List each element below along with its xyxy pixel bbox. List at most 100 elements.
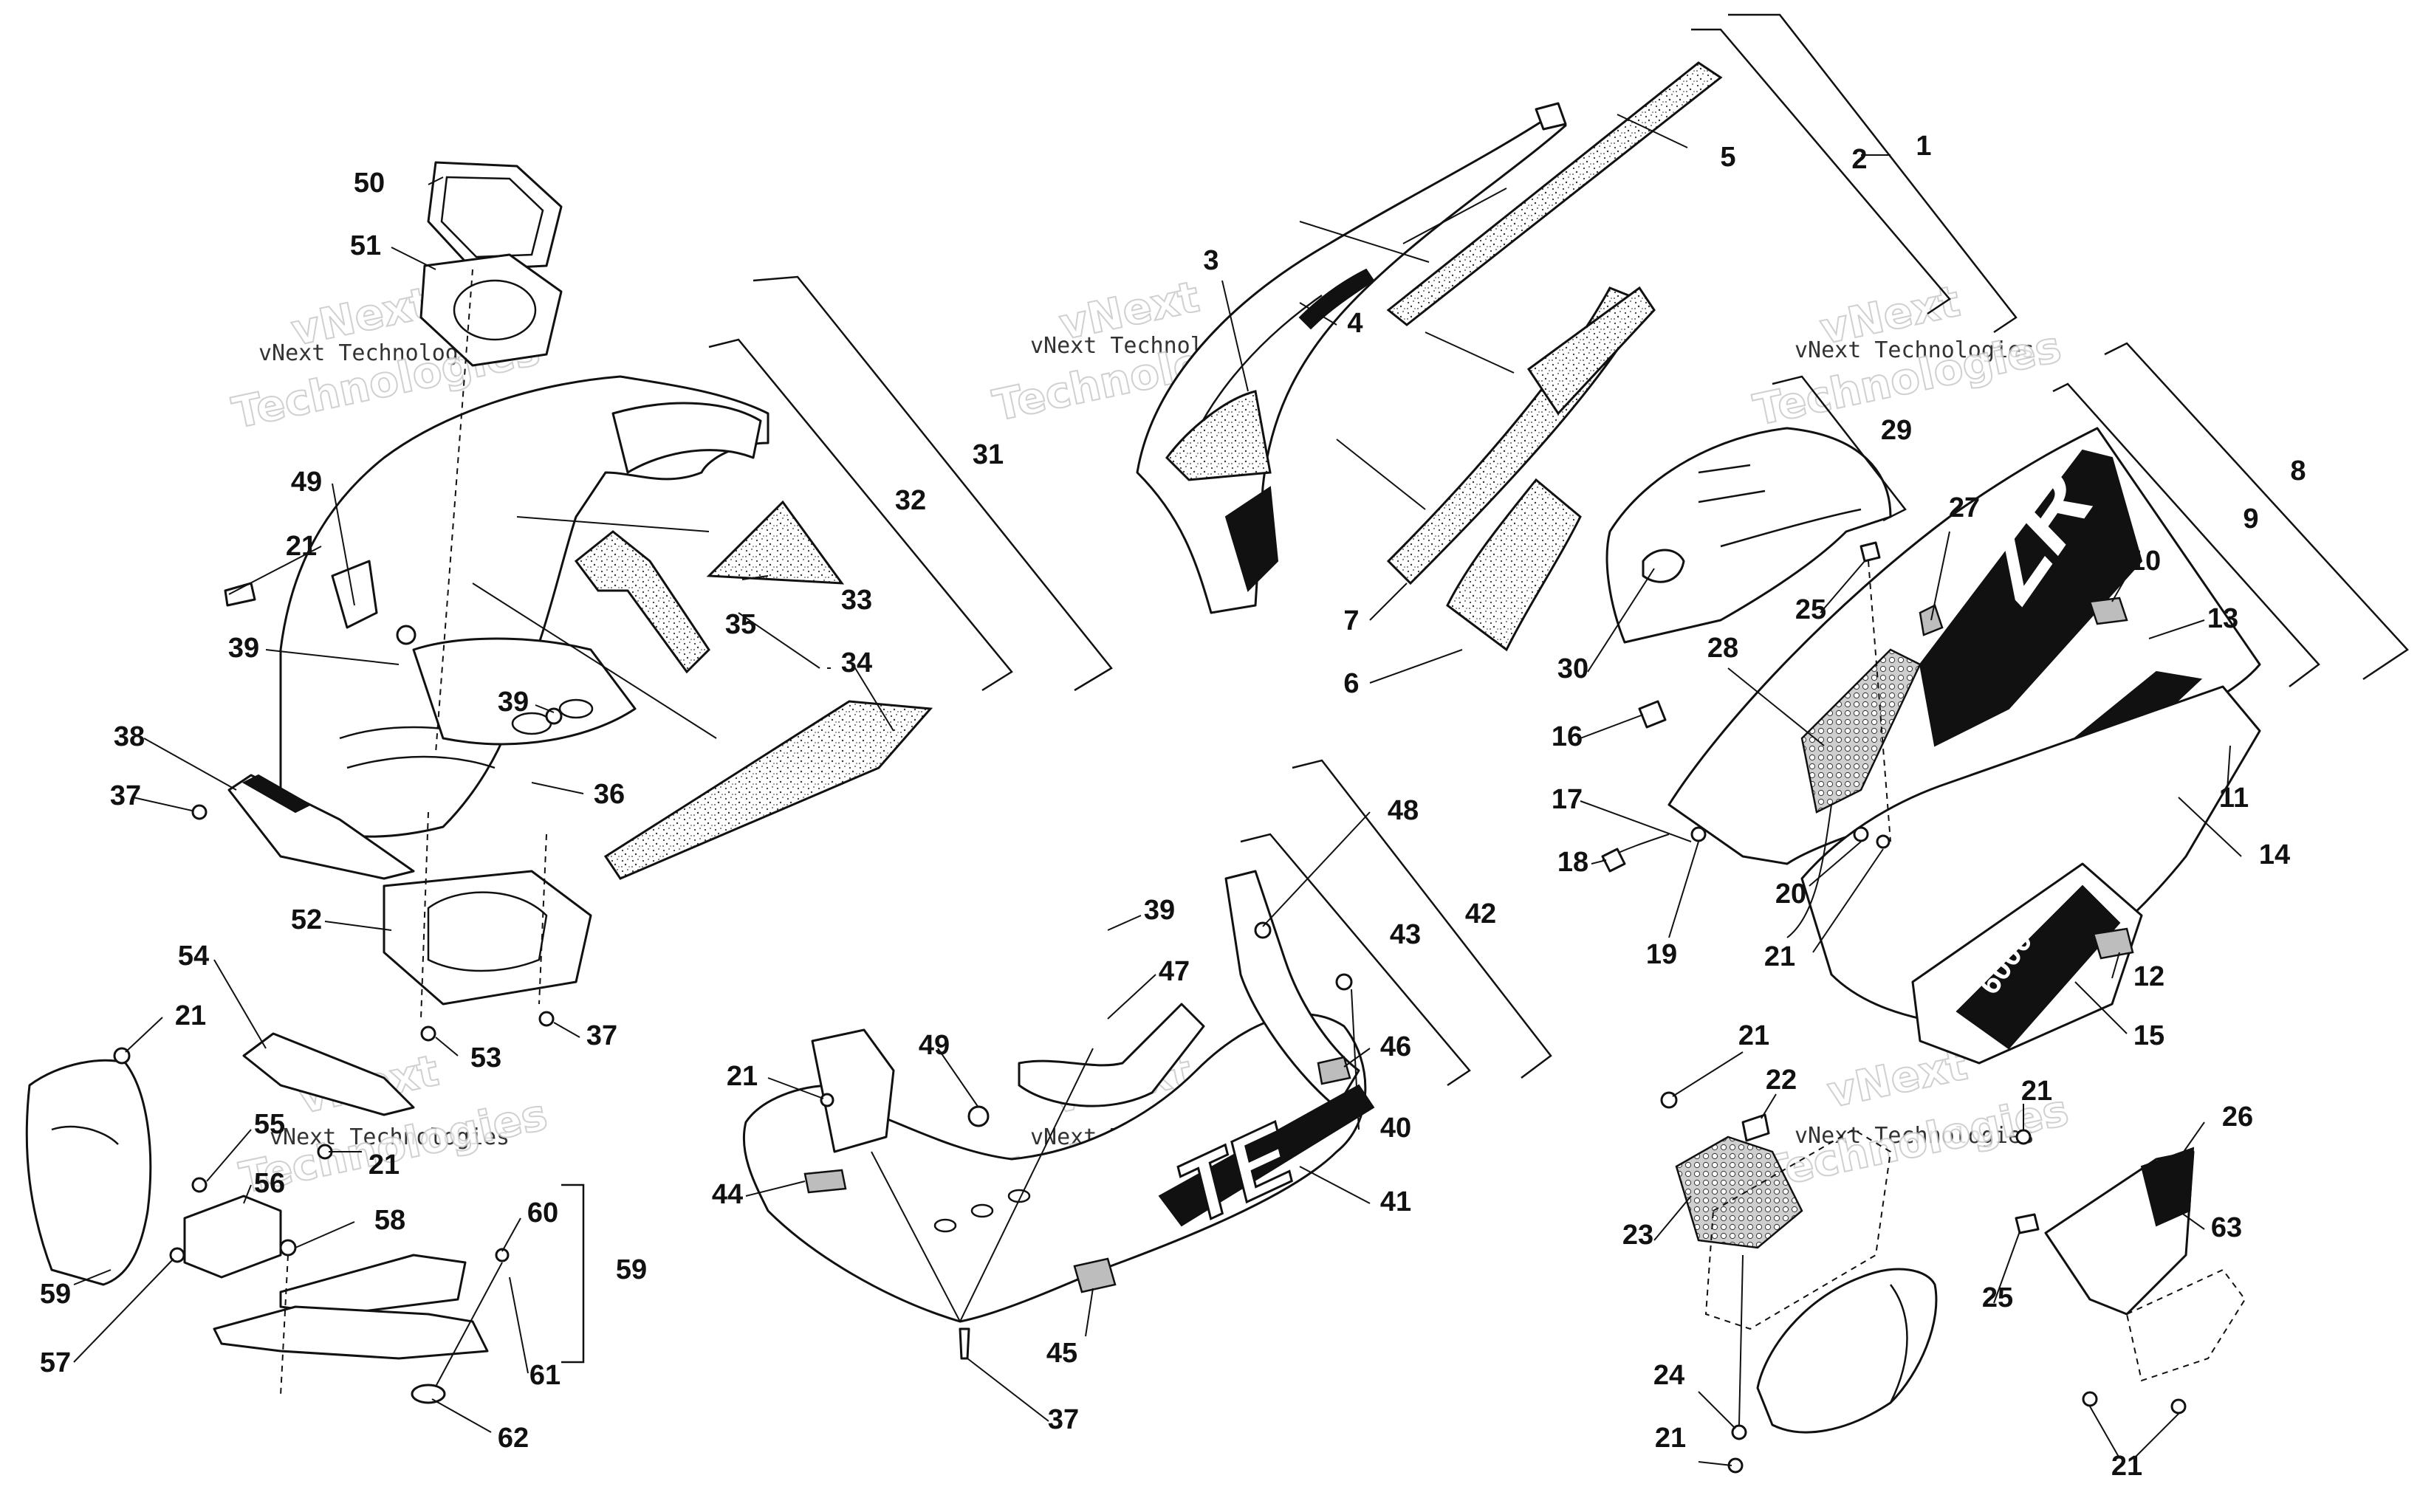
- callout-56: 56: [254, 1168, 285, 1199]
- leader: [1727, 667, 1825, 746]
- leader: [1107, 915, 1142, 931]
- callout-9: 9: [2243, 504, 2258, 535]
- assembly-line: [516, 516, 710, 532]
- leader: [1668, 841, 1699, 938]
- duct-rim: [1889, 1284, 1908, 1403]
- callout-25a: 25: [1795, 594, 1826, 625]
- side-cover-59: [25, 1059, 152, 1286]
- leader: [1698, 1391, 1736, 1429]
- dash-cover: [611, 402, 762, 474]
- assembly-line: [1336, 439, 1426, 510]
- patch-10: [2088, 597, 2128, 625]
- pan-hole: [970, 1203, 994, 1218]
- callout-29: 29: [1881, 415, 1912, 446]
- callout-36: 36: [594, 779, 625, 810]
- leader: [535, 704, 555, 713]
- lower-bracket-61: [213, 1305, 489, 1360]
- front-bracket: [811, 1028, 895, 1153]
- assembly-line: [435, 1262, 503, 1387]
- leader: [243, 1184, 252, 1204]
- callout-26: 26: [2222, 1102, 2253, 1133]
- leader: [1580, 714, 1644, 739]
- callout-17: 17: [1552, 784, 1583, 815]
- callout-63: 63: [2211, 1212, 2242, 1243]
- clip-48: [1254, 921, 1272, 939]
- callout-54: 54: [178, 941, 209, 972]
- patch-12: [2092, 927, 2134, 960]
- callout-39a: 39: [228, 633, 259, 664]
- screw-21: [820, 1093, 834, 1107]
- belly-pan-assembly: TE: [742, 870, 1375, 1360]
- leader: [2111, 952, 2120, 979]
- leader: [745, 1181, 806, 1197]
- leader: [1930, 531, 1950, 621]
- callout-27: 27: [1949, 492, 1980, 523]
- leader: [1812, 848, 1884, 953]
- leader: [1107, 974, 1156, 1020]
- leader: [295, 1221, 355, 1248]
- callout-43: 43: [1390, 919, 1421, 950]
- leader: [852, 664, 894, 732]
- push-pin: [191, 804, 208, 820]
- callout-37c: 37: [1048, 1404, 1079, 1435]
- leader: [2178, 797, 2242, 857]
- panel-contour: [1720, 508, 1862, 548]
- callout-10: 10: [2130, 546, 2161, 577]
- leader: [265, 649, 400, 665]
- assembly-line: [1402, 188, 1507, 244]
- callout-5: 5: [1720, 142, 1735, 173]
- leader: [1587, 568, 1655, 673]
- connector-16: [1638, 700, 1667, 729]
- foam-block-4: [1526, 286, 1656, 416]
- grommet-62: [411, 1384, 446, 1404]
- bracket-42: [1292, 759, 1552, 1079]
- leader: [1820, 560, 1865, 614]
- panel-dark-edge: [241, 774, 312, 814]
- plate-51: [419, 253, 563, 367]
- bracket-31: [753, 275, 1113, 692]
- callout-62: 62: [498, 1423, 529, 1454]
- screw-21: [2082, 1391, 2098, 1407]
- tray-hole: [558, 698, 594, 719]
- callout-53: 53: [470, 1042, 501, 1073]
- callout-39b: 39: [498, 687, 529, 718]
- foam-pad-3: [1165, 390, 1272, 481]
- leader: [1672, 1051, 1744, 1097]
- leader: [767, 1077, 824, 1099]
- leader-lines: [73, 114, 2242, 1466]
- callout-49a: 49: [291, 467, 322, 498]
- foam-block-6: [1446, 478, 1582, 652]
- callout-37a: 37: [110, 780, 141, 811]
- leader: [1221, 280, 1249, 392]
- callout-21e: 21: [2111, 1451, 2142, 1482]
- hood-assembly: ZR 6000: [1601, 427, 2261, 1065]
- callout-1: 1: [1916, 131, 1931, 162]
- leader: [213, 959, 267, 1049]
- clip-57: [169, 1247, 185, 1263]
- bracket-59: [561, 1183, 585, 1364]
- patch-45: [1073, 1257, 1117, 1293]
- leader: [435, 1037, 459, 1056]
- leader: [738, 612, 820, 669]
- console-assembly: [191, 161, 933, 1042]
- bracket-9: [2052, 382, 2320, 687]
- callout-59b: 59: [616, 1254, 647, 1285]
- assembly-line: [1738, 1254, 1744, 1426]
- callout-59a: 59: [40, 1279, 71, 1310]
- callout-32: 32: [895, 485, 926, 516]
- windshield-panel: [1136, 109, 1567, 614]
- callout-28: 28: [1707, 633, 1738, 664]
- pan-hole: [1007, 1189, 1031, 1203]
- panel-shadow: [1224, 486, 1279, 592]
- leader: [1299, 1166, 1371, 1204]
- bracket-54: [242, 1032, 415, 1116]
- leader: [1653, 1195, 1692, 1241]
- callout-61: 61: [529, 1360, 561, 1391]
- clip-top: [1535, 102, 1567, 131]
- plate-cutout: [427, 891, 548, 972]
- callout-31: 31: [973, 439, 1004, 470]
- callout-21d: 21: [2021, 1076, 2052, 1107]
- callout-7: 7: [1343, 605, 1359, 636]
- callout-39c: 39: [1144, 895, 1175, 926]
